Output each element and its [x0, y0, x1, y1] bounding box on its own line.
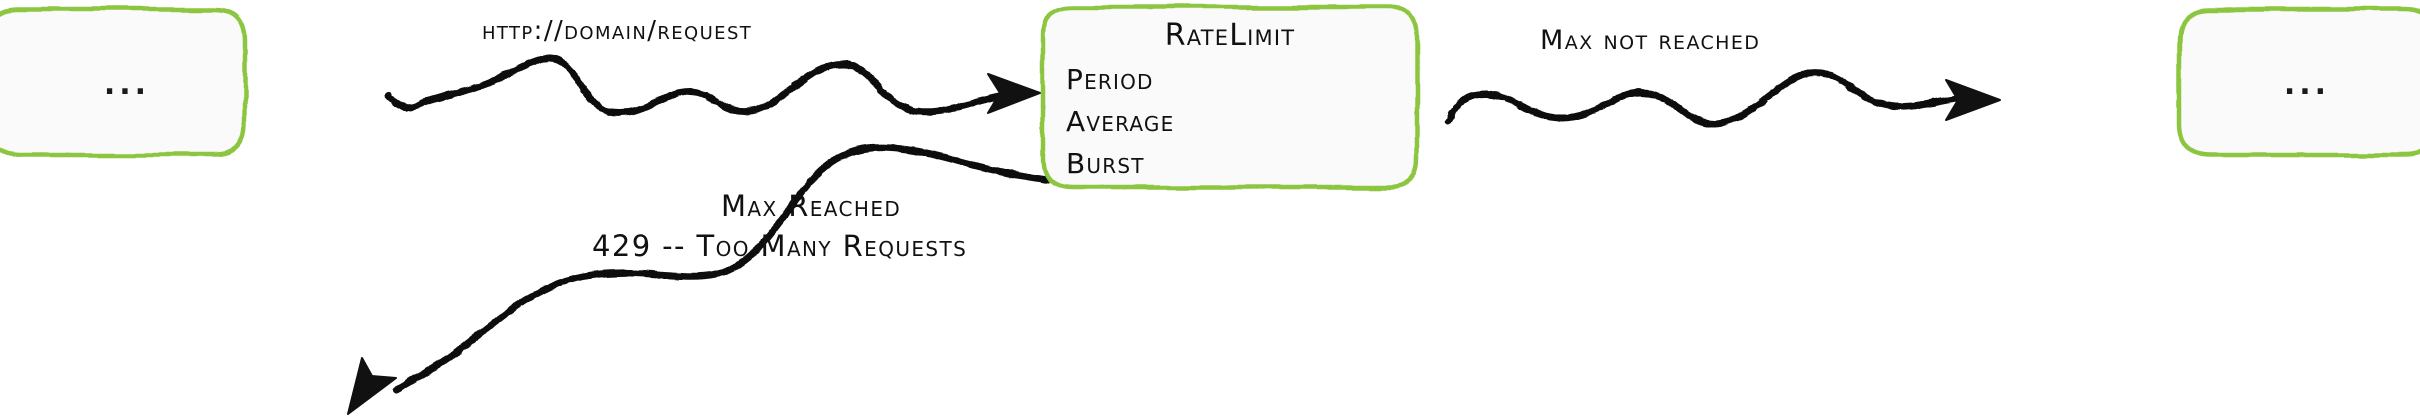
edge-max-not-reached-arrowhead — [1945, 79, 2001, 121]
downstream-node-shape — [2176, 6, 2420, 158]
ratelimit-node-title: RateLimit — [1164, 18, 1296, 53]
edge-max-not-reached-label: Max not reached — [1540, 25, 1761, 56]
ratelimit-field-average: Average — [1066, 105, 1175, 138]
edge-max-reached-path — [392, 144, 1052, 394]
edge-max-reached-arrowhead — [347, 357, 397, 415]
upstream-node-label: ... — [103, 67, 151, 102]
upstream-node-shape — [0, 6, 248, 158]
edge-request-path — [384, 54, 1018, 116]
ratelimit-field-period: Period — [1066, 63, 1154, 96]
edge-max-reached-label: Max Reached — [721, 189, 902, 223]
upstream-node[interactable]: ... — [0, 6, 248, 158]
edge-too-many-requests-label: 429 -- Too Many Requests — [592, 229, 968, 263]
downstream-node[interactable]: ... — [2176, 6, 2420, 158]
edge-request-arrowhead — [987, 73, 1041, 114]
ratelimit-field-burst: Burst — [1066, 147, 1145, 180]
ratelimit-node[interactable]: RateLimit Period Average Burst — [1040, 4, 1420, 190]
downstream-node-label: ... — [2283, 67, 2331, 102]
ratelimit-node-shape — [1040, 4, 1420, 190]
edge-max-not-reached-path — [1444, 69, 1964, 127]
edge-request-label: http://domain/request — [482, 16, 753, 46]
